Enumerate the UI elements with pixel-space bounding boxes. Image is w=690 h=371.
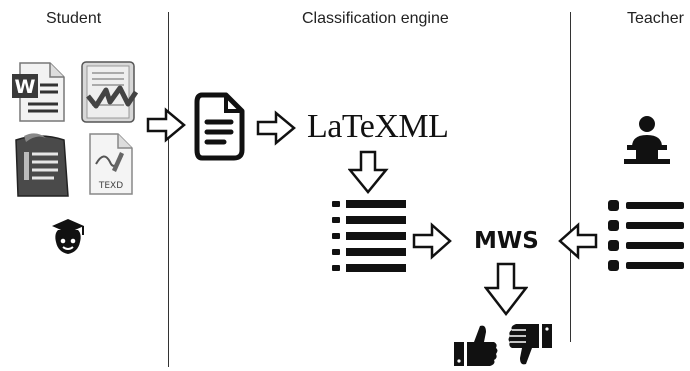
student-engine-divider [168, 12, 169, 367]
teacher-column-header: Teacher [627, 10, 684, 27]
engine-column-header: Classification engine [302, 10, 449, 27]
word-badge-letter: W [15, 76, 36, 98]
document-icon [194, 92, 245, 161]
arrow-student-to-document [146, 107, 186, 143]
list-icon [332, 200, 406, 272]
arrow-mws-down [484, 262, 528, 317]
texd-label: TEXD [98, 181, 123, 191]
mws-label: MWS [474, 228, 539, 254]
arrow-latexml-down [348, 150, 389, 194]
latexml-label: LaTeXML [307, 108, 449, 145]
texd-document-icon: TEXD [89, 133, 133, 195]
teacher-list-icon [608, 200, 684, 271]
thumbs-down-icon [508, 324, 552, 365]
arrow-list-to-mws [412, 222, 452, 260]
openoffice-document-icon [15, 133, 69, 197]
engine-teacher-divider [570, 12, 571, 342]
arrow-document-to-latexml [256, 110, 296, 146]
teacher-lectern-icon [624, 116, 670, 164]
arrow-teacher-to-mws [558, 222, 598, 260]
word-document-icon: W [12, 62, 65, 122]
lyx-document-icon [81, 61, 139, 123]
student-graduate-icon [52, 219, 84, 254]
thumbs-up-icon [454, 325, 498, 366]
student-column-header: Student [46, 10, 102, 27]
